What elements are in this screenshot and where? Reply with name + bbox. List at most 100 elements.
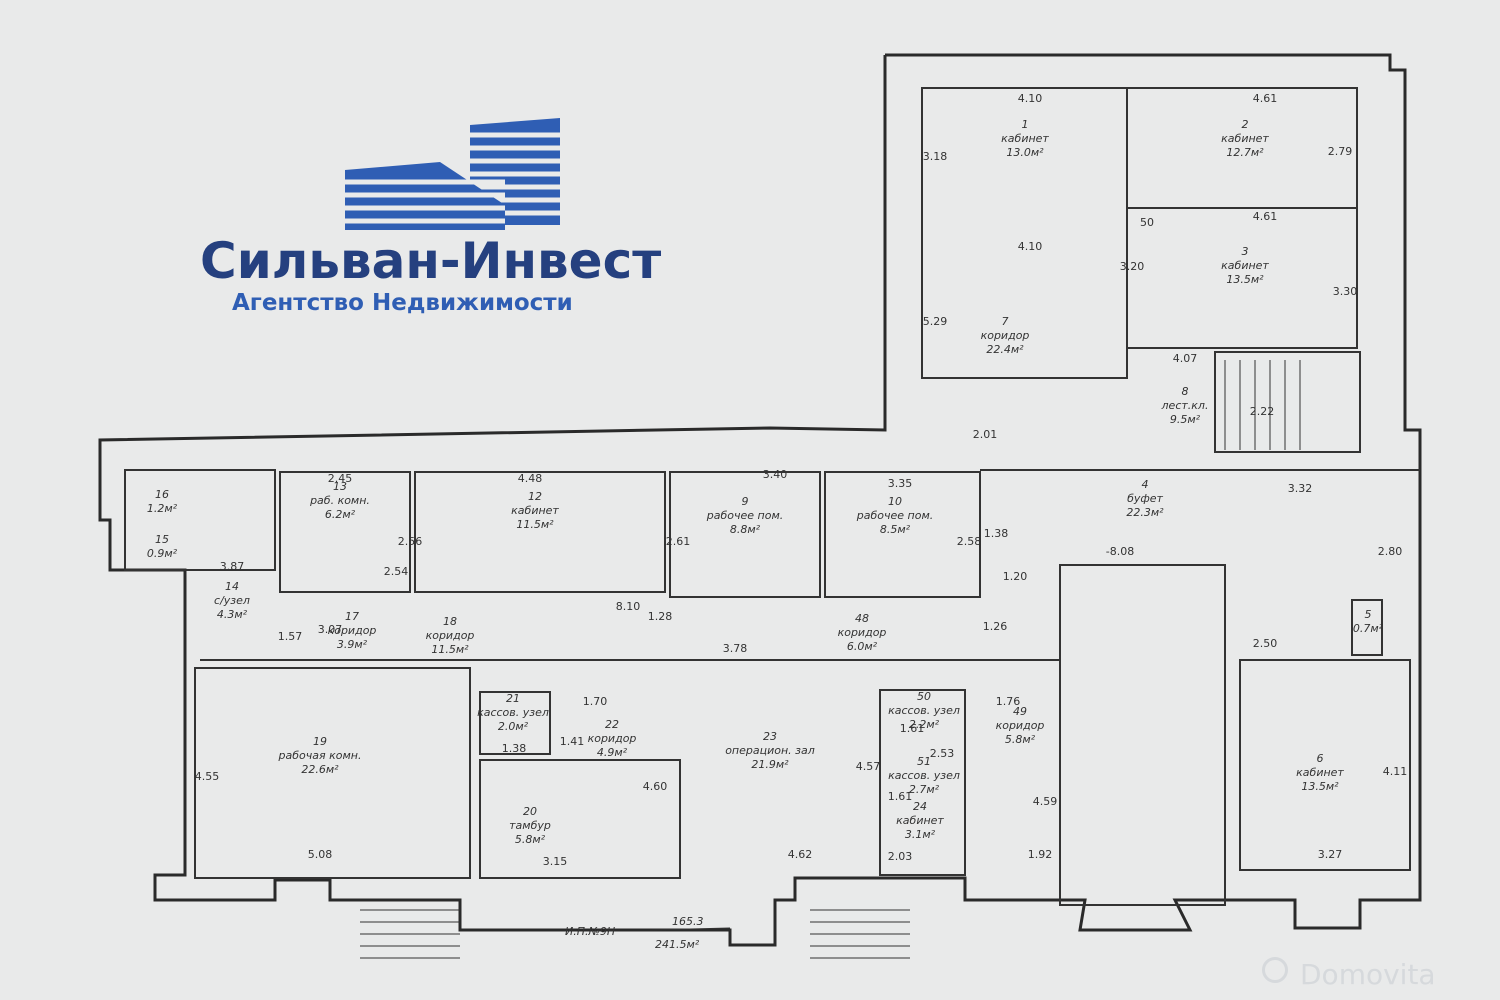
room-24-area: 3.1м² — [905, 828, 936, 841]
room-14-no: 14 — [225, 580, 239, 593]
dimension-label: 4.07 — [1173, 352, 1198, 365]
dimension-label: 2.58 — [957, 535, 982, 548]
dimension-label: 3.18 — [923, 150, 948, 163]
dimension-label: 8.10 — [616, 600, 641, 613]
dimension-label: 2.22 — [1250, 405, 1275, 418]
dimension-label: 5.29 — [923, 315, 948, 328]
dimension-label: 3.40 — [763, 468, 788, 481]
room-12-area: 11.5м² — [516, 518, 554, 531]
dimension-label: 4.10 — [1018, 240, 1043, 253]
room-15-no: 15 — [155, 533, 169, 546]
area-total-bottom: 241.5м² — [655, 938, 700, 951]
dimension-label: 4.11 — [1383, 765, 1408, 778]
room-14-area: 4.3м² — [217, 608, 248, 621]
room-24-no: 24 — [913, 800, 927, 813]
room-7-name: коридор — [981, 329, 1030, 342]
dimension-labels: 4.10 4.61 3.18 2.79 4.10 4.61 3.20 3.30 5.29 4.07… — [195, 92, 1408, 868]
dimension-label: 2.79 — [1328, 145, 1353, 158]
dimension-label: 1.20 — [1003, 570, 1028, 583]
dimension-label: 4.61 — [1253, 92, 1278, 105]
room-22-no: 22 — [605, 718, 619, 731]
dimension-label: 1.41 — [560, 735, 585, 748]
room-51-area: 2.7м² — [909, 783, 940, 796]
room-2-area: 12.7м² — [1226, 146, 1264, 159]
dimension-label: 3.78 — [723, 642, 748, 655]
dimension-label: 4.48 — [518, 472, 543, 485]
watermark-icon — [1262, 957, 1288, 983]
dimension-label: 3.27 — [1318, 848, 1343, 861]
dimension-label: 2.56 — [398, 535, 423, 548]
dimension-label: 4.61 — [1253, 210, 1278, 223]
room-18-area: 11.5м² — [431, 643, 469, 656]
room-7-no: 7 — [1002, 315, 1009, 328]
room-50-name: кассов. узел — [888, 704, 960, 717]
dimension-label: 4.62 — [788, 848, 813, 861]
room-13-no: 13 — [333, 480, 347, 493]
dimension-label: 1.28 — [648, 610, 673, 623]
room-21-no: 21 — [506, 692, 520, 705]
room-10-name: рабочее пом. — [856, 509, 933, 522]
dimension-label: 2.01 — [973, 428, 998, 441]
room-8-name: лест.кл. — [1161, 399, 1209, 412]
room-10-area: 8.5м² — [880, 523, 911, 536]
room-3-no: 3 — [1242, 245, 1249, 258]
room-50-no: 50 — [917, 690, 931, 703]
room-5-area: 0.7м² — [1353, 622, 1384, 635]
room-21-area: 2.0м² — [498, 720, 529, 733]
room-6-area: 13.5м² — [1301, 780, 1339, 793]
dimension-label: 5.08 — [308, 848, 333, 861]
dimension-label: 3.87 — [220, 560, 245, 573]
watermark: Domovita — [1300, 958, 1436, 991]
room-49-name: коридор — [996, 719, 1045, 732]
room-51-name: кассов. узел — [888, 769, 960, 782]
room-4-name: буфет — [1127, 492, 1163, 505]
room-5-no: 5 — [1365, 608, 1372, 621]
room-8-area: 9.5м² — [1170, 413, 1201, 426]
room-1-area: 13.0м² — [1006, 146, 1044, 159]
dimension-label: 1.38 — [502, 742, 527, 755]
dimension-label: 3.30 — [1333, 285, 1358, 298]
room-23-name: операцион. зал — [725, 744, 815, 757]
inventory-note: И.П.№9Н — [565, 925, 615, 938]
room-49-no: 49 — [1013, 705, 1027, 718]
room-3-name: кабинет — [1221, 259, 1269, 272]
dimension-label: 3.32 — [1288, 482, 1313, 495]
room-13-name: раб. комн. — [309, 494, 370, 507]
room-7-area: 22.4м² — [986, 343, 1024, 356]
dimension-label: 50 — [1140, 216, 1154, 229]
room-15-area: 0.9м² — [147, 547, 178, 560]
dimension-label: 1.57 — [278, 630, 303, 643]
dimension-label: 4.57 — [856, 760, 881, 773]
dimension-label: 4.59 — [1033, 795, 1058, 808]
room-20-no: 20 — [523, 805, 537, 818]
dimension-label: 1.61 — [900, 722, 925, 735]
room-23-area: 21.9м² — [751, 758, 789, 771]
dimension-label: 2.54 — [384, 565, 409, 578]
outer-walls — [98, 53, 1422, 947]
room-48-area: 6.0м² — [847, 640, 878, 653]
room-22-name: коридор — [588, 732, 637, 745]
room-16-no: 16 — [155, 488, 169, 501]
room-2-no: 2 — [1242, 118, 1249, 131]
room-24-name: кабинет — [896, 814, 944, 827]
room-18-name: коридор — [426, 629, 475, 642]
dimension-label: 4.60 — [643, 780, 668, 793]
dimension-label: 2.53 — [930, 747, 955, 760]
room-labels: 1кабинет13.0м²2кабинет12.7м²3кабинет13.5… — [147, 118, 1384, 846]
logo-building-icon — [345, 118, 560, 230]
inner-walls — [124, 87, 1420, 906]
room-12-no: 12 — [528, 490, 542, 503]
room-20-name: тамбур — [509, 819, 551, 832]
room-14-name: с/узел — [214, 594, 250, 607]
room-20-area: 5.8м² — [515, 833, 546, 846]
room-10-no: 10 — [888, 495, 902, 508]
dimension-label: 1.38 — [984, 527, 1009, 540]
room-23-no: 23 — [763, 730, 777, 743]
dimension-label: 4.10 — [1018, 92, 1043, 105]
dimension-label: 3.07 — [318, 623, 343, 636]
area-total-top: 165.3 — [672, 915, 704, 928]
dimension-label: 3.35 — [888, 477, 913, 490]
room-48-name: коридор — [838, 626, 887, 639]
dimension-label: 3.20 — [1120, 260, 1145, 273]
